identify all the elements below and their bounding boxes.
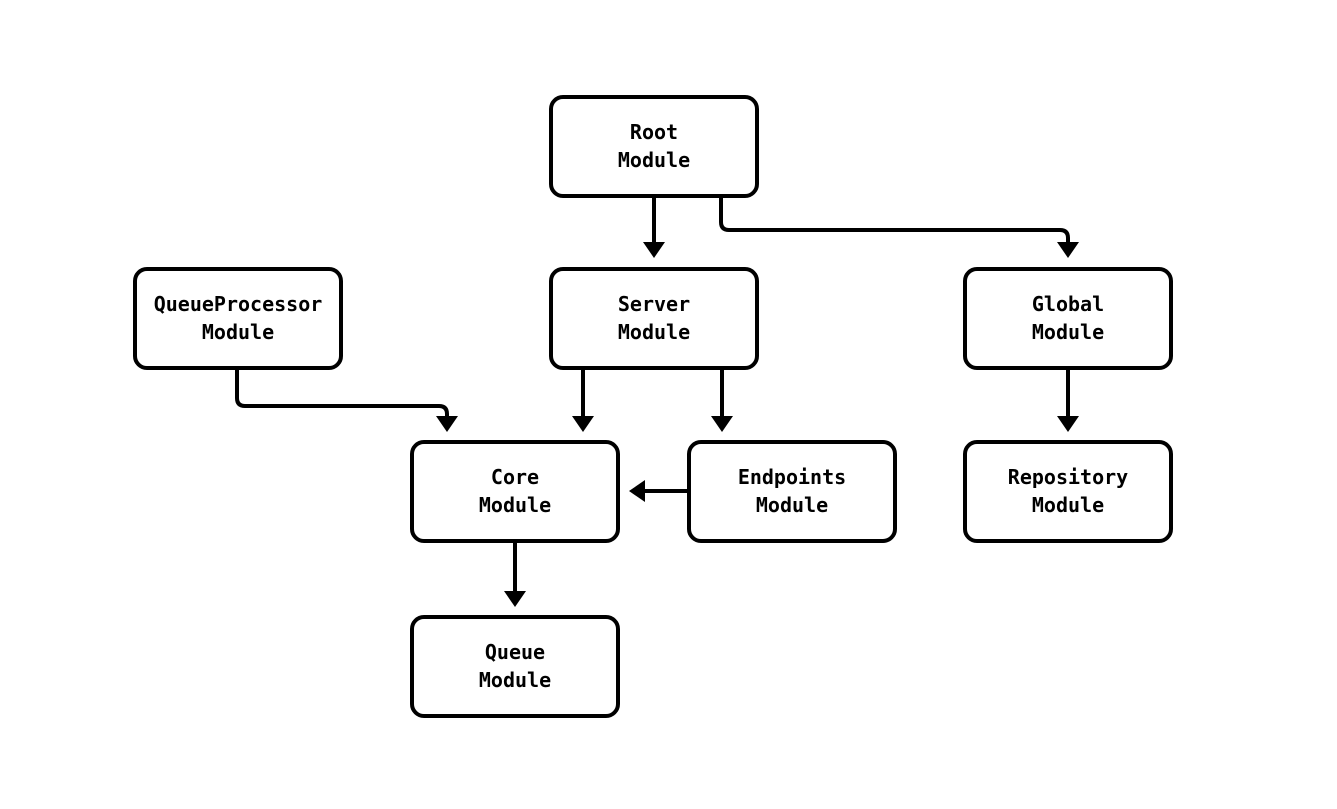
node-label-root: Root Module [617,119,691,172]
arrowhead [1057,242,1079,258]
edge-root-global [719,198,1079,258]
node-repository[interactable]: Repository Module [963,440,1173,543]
node-queue[interactable]: Queue Module [410,615,620,718]
node-label-server: Server Module [617,291,691,344]
node-queueprocessor[interactable]: QueueProcessor Module [133,267,343,370]
edge-global-repository [1057,370,1079,432]
edge-core-queue [504,543,526,607]
arrowhead [629,480,645,502]
node-server[interactable]: Server Module [549,267,759,370]
node-label-endpoints: Endpoints Module [737,464,847,517]
node-core[interactable]: Core Module [410,440,620,543]
node-endpoints[interactable]: Endpoints Module [687,440,897,543]
arrowhead [1057,416,1079,432]
edge-server-endpoints [711,370,733,432]
arrowhead [504,591,526,607]
arrowhead [572,416,594,432]
node-label-core: Core Module [478,464,552,517]
arrowhead [643,242,665,258]
arrowhead [711,416,733,432]
node-label-queue: Queue Module [478,639,552,692]
node-label-queueprocessor: QueueProcessor Module [153,291,323,344]
node-global[interactable]: Global Module [963,267,1173,370]
arrowhead [436,416,458,432]
edge-root-server [643,198,665,258]
node-root[interactable]: Root Module [549,95,759,198]
edge-queueprocessor-core [235,370,458,432]
node-label-global: Global Module [1031,291,1105,344]
edge-endpoints-core [629,480,687,502]
node-label-repository: Repository Module [1007,464,1129,517]
edge-server-core [572,370,594,432]
